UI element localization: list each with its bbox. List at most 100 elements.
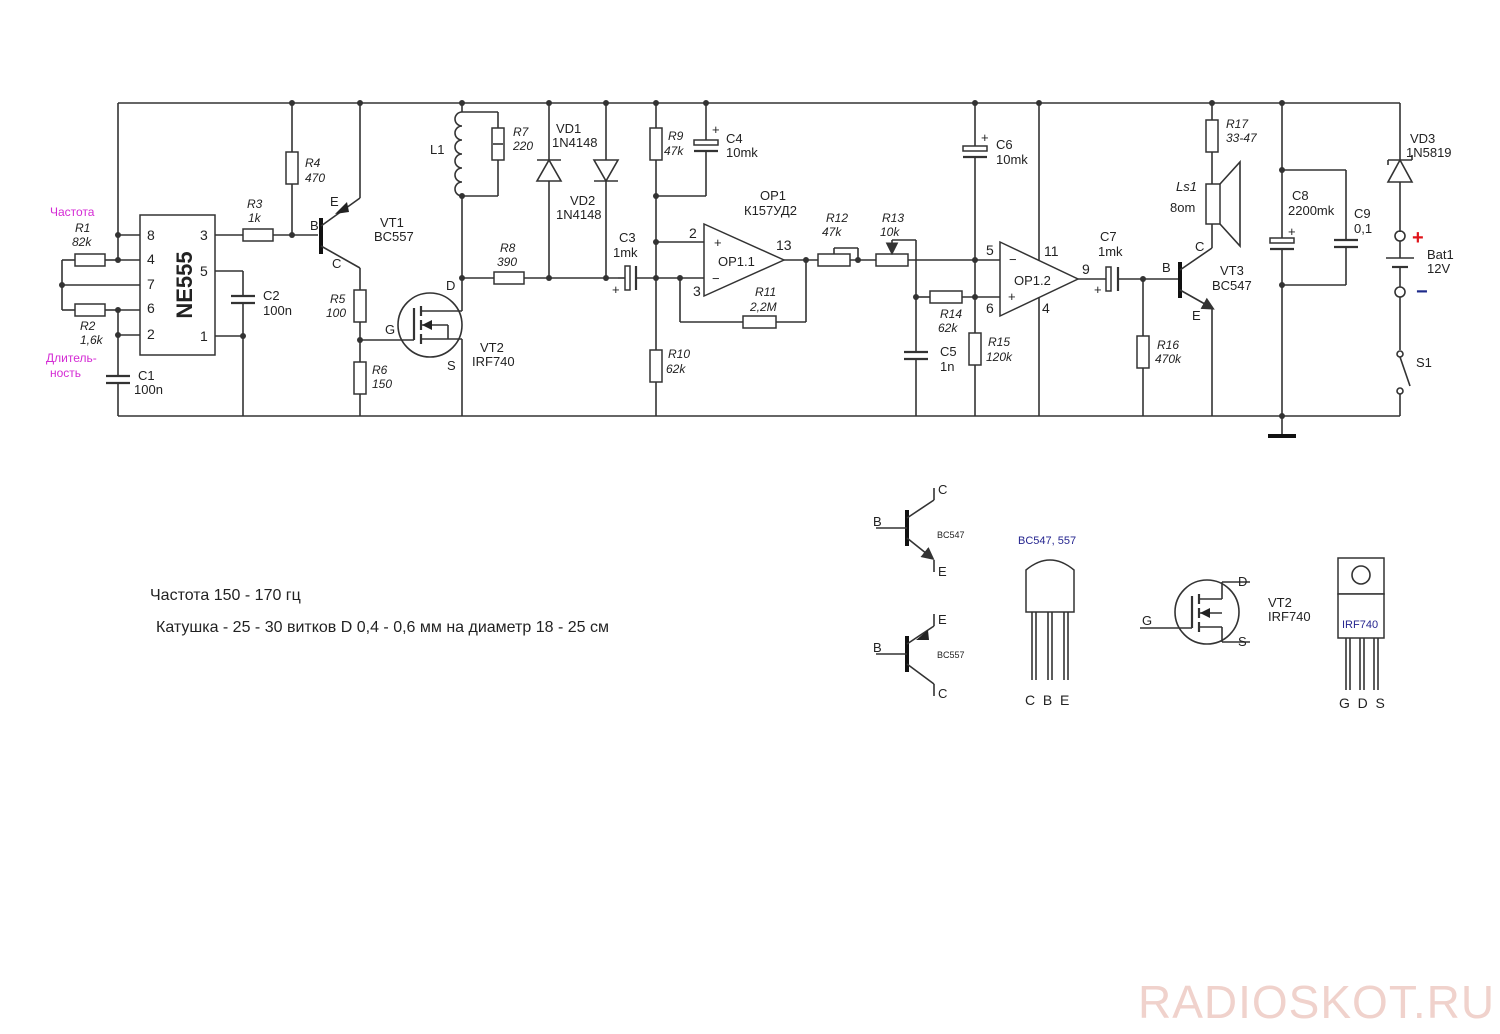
svg-text:VT3: VT3: [1220, 263, 1244, 278]
op12-opamp: − + 5 6 11 4 9 OP1.2: [975, 240, 1090, 318]
r2-resistor: R2 1,6k: [62, 303, 118, 347]
svg-text:R7: R7: [513, 125, 530, 139]
ne555-label: NE555: [172, 251, 197, 318]
svg-text:5: 5: [986, 242, 994, 258]
c4-capacitor: + C4 10mk: [656, 103, 758, 197]
svg-text:Bat1: Bat1: [1427, 247, 1454, 262]
svg-text:G: G: [385, 322, 395, 337]
svg-text:100n: 100n: [134, 382, 163, 397]
pin-7: 7: [147, 276, 155, 292]
svg-text:R15: R15: [988, 335, 1010, 349]
pin-8: 8: [147, 227, 155, 243]
svg-text:8om: 8om: [1170, 200, 1195, 215]
svg-text:R6: R6: [372, 363, 388, 377]
svg-text:C3: C3: [619, 230, 636, 245]
legend-mosfet: G D S VT2 IRF740: [1140, 574, 1311, 649]
svg-text:13: 13: [776, 237, 792, 253]
r10-resistor: R10 62k: [649, 347, 690, 416]
duration-label: Длитель-: [46, 351, 97, 365]
c6-capacitor: + C6 10mk: [962, 103, 1028, 333]
c9-capacitor: C9 0,1: [1282, 169, 1372, 286]
svg-text:VD2: VD2: [570, 193, 595, 208]
svg-text:2,2M: 2,2M: [749, 300, 777, 314]
r7-resistor: R7 220: [462, 111, 533, 197]
svg-text:BC557: BC557: [374, 229, 414, 244]
pin-1: 1: [200, 328, 208, 344]
s1-switch[interactable]: S1: [1396, 297, 1432, 416]
svg-text:D: D: [446, 278, 455, 293]
svg-text:BC547: BC547: [1212, 278, 1252, 293]
to220-package: IRF740 G D S: [1337, 557, 1385, 711]
l1-coil: L1: [430, 103, 463, 278]
pin-4: 4: [147, 251, 155, 267]
svg-text:−: −: [1009, 252, 1017, 267]
svg-text:1,6k: 1,6k: [80, 333, 104, 347]
svg-text:+: +: [981, 130, 989, 145]
svg-text:+: +: [1412, 227, 1424, 249]
svg-text:VD3: VD3: [1410, 131, 1435, 146]
svg-text:S: S: [1238, 634, 1247, 649]
svg-text:33-47: 33-47: [1226, 131, 1258, 145]
svg-text:S: S: [447, 358, 456, 373]
svg-text:R12: R12: [826, 211, 848, 225]
note-frequency: Частота 150 - 170 гц: [150, 587, 301, 604]
r5-resistor: R5 100: [326, 289, 367, 362]
svg-text:D: D: [1238, 574, 1247, 589]
svg-text:IRF740: IRF740: [1342, 619, 1378, 631]
svg-text:B: B: [873, 514, 882, 529]
svg-text:C9: C9: [1354, 206, 1371, 221]
svg-text:10mk: 10mk: [996, 152, 1028, 167]
svg-text:S1: S1: [1416, 355, 1432, 370]
svg-text:L1: L1: [430, 142, 444, 157]
svg-text:C B E: C B E: [1025, 692, 1069, 708]
svg-text:R3: R3: [247, 197, 263, 211]
c3-capacitor: C3 1mk +: [612, 230, 656, 297]
pin-5: 5: [200, 263, 208, 279]
svg-text:IRF740: IRF740: [472, 354, 515, 369]
svg-text:C8: C8: [1292, 188, 1309, 203]
svg-text:BC547, 557: BC547, 557: [1018, 535, 1076, 547]
vt1-transistor: B E C VT1 BC557: [310, 103, 414, 290]
svg-text:G: G: [1142, 613, 1152, 628]
svg-text:E: E: [330, 194, 339, 209]
svg-text:1mk: 1mk: [613, 245, 638, 260]
svg-text:OP1: OP1: [760, 188, 786, 203]
svg-text:К157УД2: К157УД2: [744, 203, 797, 218]
svg-text:11: 11: [1044, 243, 1059, 259]
svg-text:470k: 470k: [1155, 352, 1182, 366]
svg-text:C: C: [332, 256, 341, 271]
svg-text:100: 100: [326, 306, 346, 320]
svg-text:C2: C2: [263, 288, 280, 303]
svg-text:C1: C1: [138, 368, 155, 383]
svg-text:G D S: G D S: [1339, 695, 1385, 711]
svg-text:B: B: [873, 640, 882, 655]
note-coil: Катушка - 25 - 30 витков D 0,4 - 0,6 мм …: [156, 619, 609, 636]
svg-text:10k: 10k: [880, 225, 900, 239]
svg-text:1n: 1n: [940, 359, 954, 374]
svg-text:R8: R8: [500, 241, 516, 255]
svg-text:OP1.2: OP1.2: [1014, 273, 1051, 288]
svg-text:Ls1: Ls1: [1176, 179, 1197, 194]
svg-text:470: 470: [305, 171, 325, 185]
svg-text:−: −: [712, 271, 720, 286]
svg-text:1N5819: 1N5819: [1406, 145, 1452, 160]
svg-text:12V: 12V: [1427, 261, 1450, 276]
svg-text:ность: ность: [50, 366, 81, 380]
svg-text:1k: 1k: [248, 211, 262, 225]
svg-text:220: 220: [512, 139, 533, 153]
svg-text:390: 390: [497, 255, 517, 269]
svg-text:150: 150: [372, 377, 392, 391]
svg-text:C4: C4: [726, 131, 743, 146]
svg-text:2: 2: [689, 225, 697, 241]
svg-text:2200mk: 2200mk: [1288, 203, 1335, 218]
svg-text:1N4148: 1N4148: [556, 207, 602, 222]
svg-text:10mk: 10mk: [726, 145, 758, 160]
svg-text:BC547: BC547: [937, 530, 965, 540]
svg-text:100n: 100n: [263, 303, 292, 318]
svg-text:4: 4: [1042, 300, 1050, 316]
svg-text:C: C: [938, 686, 947, 701]
svg-text:+: +: [1008, 289, 1016, 304]
svg-text:VD1: VD1: [556, 121, 581, 136]
